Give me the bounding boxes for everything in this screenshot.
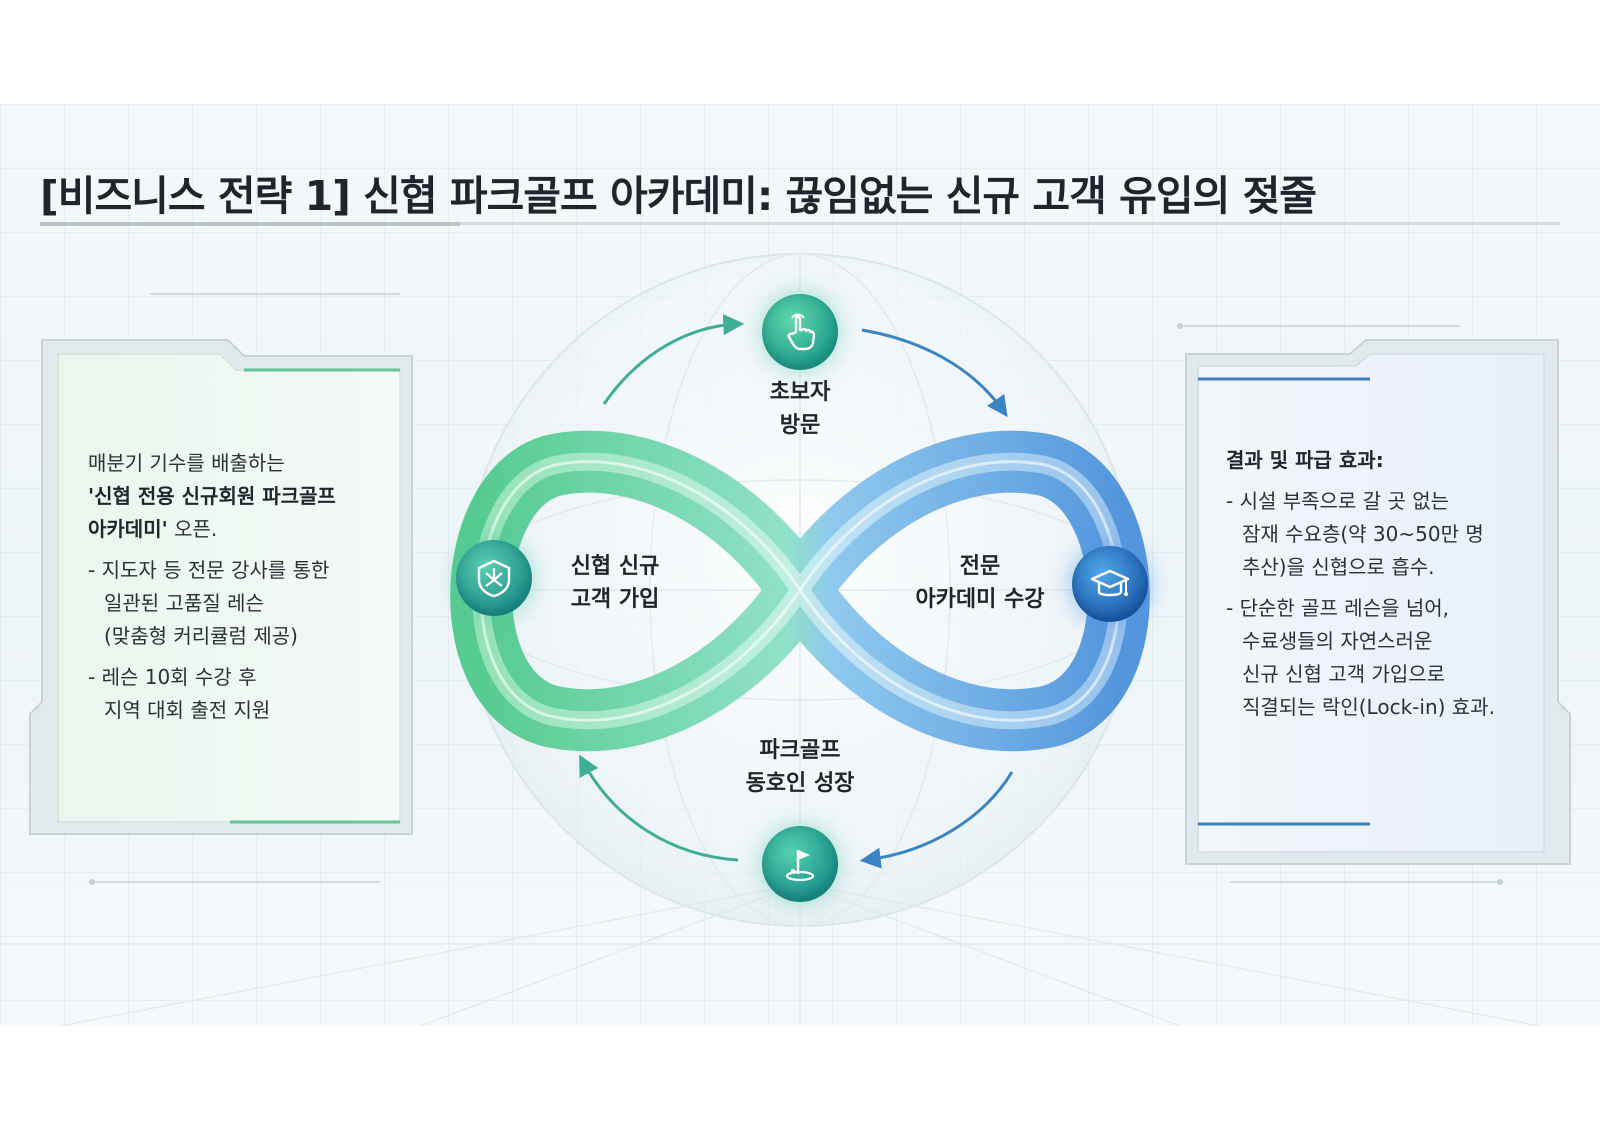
title-underline: [40, 222, 1560, 225]
page-title: [비즈니스 전략 1] 신협 파크골프 아카데미: 끊임없는 신규 고객 유입의…: [40, 172, 1317, 220]
arrow-join-to-visit: [602, 314, 745, 405]
shield-emblem-icon: [477, 559, 511, 598]
right-panel-frame: [1177, 323, 1571, 885]
label-academy-course: 전문 아카데미 수강: [915, 554, 1045, 612]
golf-flag-icon: [785, 850, 815, 882]
hand-pointer-icon: [787, 313, 816, 351]
left-panel-highlight: '신협 전용 신규회원 파크골프 아카데미': [88, 484, 336, 541]
right-panel-heading: 결과 및 파급 효과:: [1226, 448, 1384, 472]
left-panel-item: - 지도자 등 전문 강사를 통한 일관된 고품질 레슨 (맞춤형 커리큘럼 제…: [88, 558, 330, 648]
slide: [비즈니스 전략 1] 신협 파크골프 아카데미: 끊임없는 신규 고객 유입의…: [0, 104, 1600, 1026]
title-underline-accent: [40, 222, 460, 226]
left-panel-frame: [29, 293, 413, 885]
left-panel-item: - 레슨 10회 수강 후 지역 대회 출전 지원: [88, 665, 271, 722]
arrow-golf-to-join: [579, 754, 739, 862]
left-panel-intro-tail: 오픈.: [167, 517, 218, 541]
join-node: [456, 540, 532, 616]
arrow-visit-to-academy: [861, 328, 1008, 418]
diagram-graphics: [0, 253, 1600, 1026]
label-new-customer-join: 신협 신규 고객 가입: [570, 554, 660, 612]
academy-node: [1072, 546, 1148, 622]
visit-node: [762, 294, 838, 370]
arrow-academy-to-golf: [859, 771, 1014, 869]
left-panel: 매분기 기수를 배출하는 '신협 전용 신규회원 파크골프 아카데미' 오픈. …: [88, 447, 418, 727]
golf-node: [762, 826, 838, 902]
right-panel-item: - 단순한 골프 레슨을 넘어, 수료생들의 자연스러운 신규 신협 고객 가입…: [1226, 596, 1495, 719]
right-panel: 결과 및 파급 효과: - 시설 부족으로 갈 곳 없는 잠재 수요층(약 30…: [1226, 444, 1556, 724]
graduation-cap-icon: [1090, 569, 1130, 597]
left-panel-intro: 매분기 기수를 배출하는: [88, 451, 285, 475]
right-panel-item: - 시설 부족으로 갈 곳 없는 잠재 수요층(약 30~50만 명 추산)을 …: [1226, 489, 1484, 579]
label-club-growth: 파크골프 동호인 성장: [745, 738, 855, 796]
infinity-loop: [450, 430, 1150, 752]
label-beginner-visit: 초보자 방문: [769, 380, 831, 438]
